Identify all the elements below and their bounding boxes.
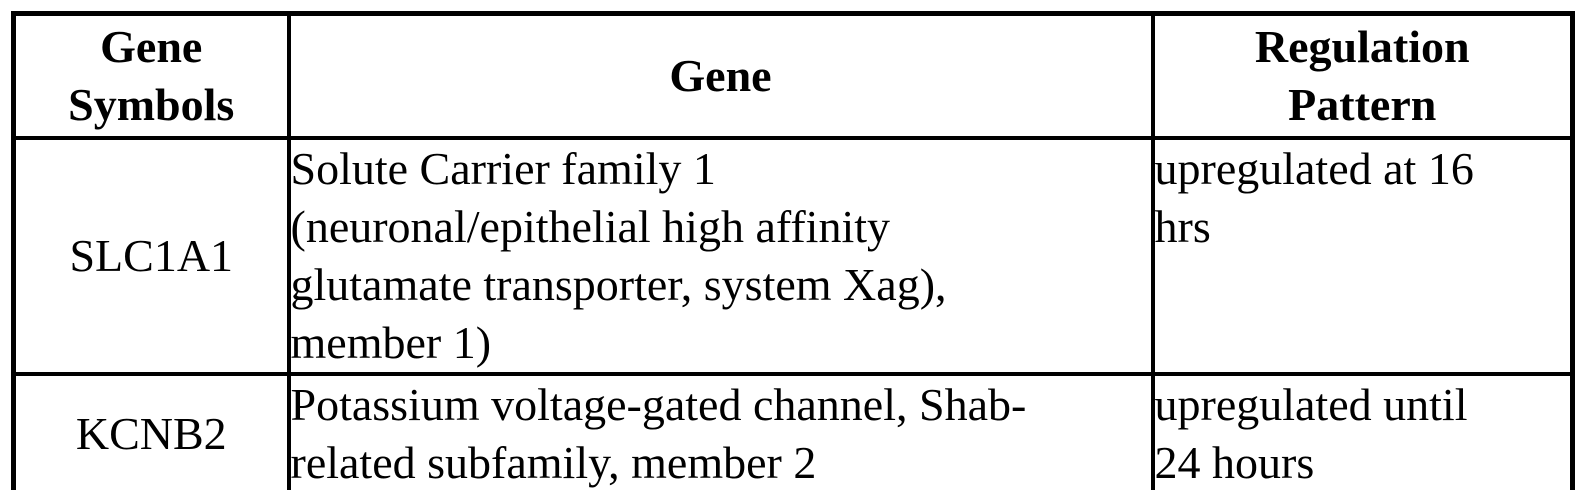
- table-header-row: Gene Symbols Gene Regulation Pattern: [11, 11, 1575, 140]
- table-row: SLC1A1 Solute Carrier family 1 (neuronal…: [11, 136, 1575, 376]
- gene-regulation-table: Gene Symbols Gene Regulation Pattern SLC…: [11, 11, 1575, 490]
- gene-symbol-cell: SLC1A1: [11, 136, 291, 376]
- regulation-pattern-cell: upregulated at 16 hrs: [1150, 136, 1575, 376]
- gene-description-cell: Potassium voltage-gated channel, Shab- r…: [286, 372, 1155, 490]
- table-row: KCNB2 Potassium voltage-gated channel, S…: [11, 372, 1575, 490]
- regulation-pattern-cell: upregulated until 24 hours: [1150, 372, 1575, 490]
- header-regulation-pattern: Regulation Pattern: [1150, 11, 1575, 140]
- gene-symbol-cell: KCNB2: [11, 372, 291, 490]
- gene-description-cell: Solute Carrier family 1 (neuronal/epithe…: [286, 136, 1155, 376]
- header-gene-symbols: Gene Symbols: [11, 11, 291, 140]
- header-gene: Gene: [286, 11, 1155, 140]
